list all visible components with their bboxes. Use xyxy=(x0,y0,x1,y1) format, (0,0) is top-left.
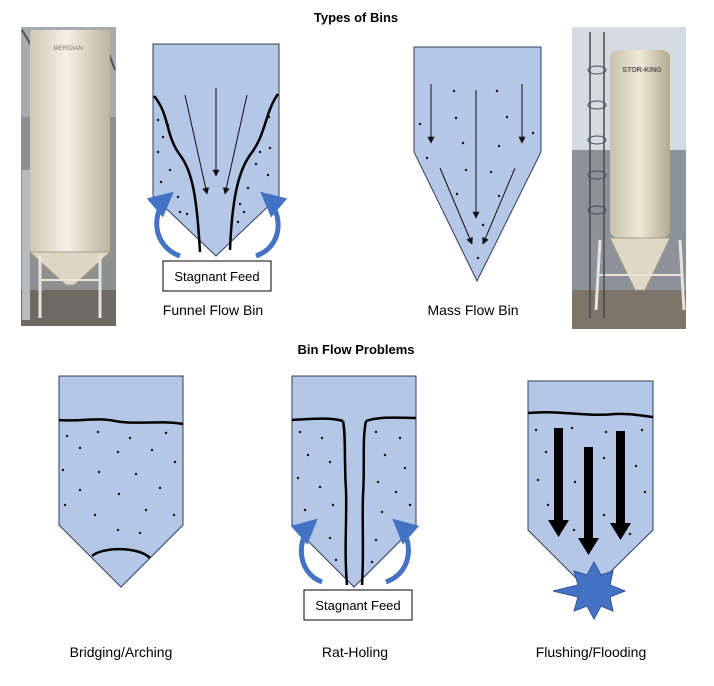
types-of-bins-title: Types of Bins xyxy=(314,10,398,25)
bridging-bin-body xyxy=(58,375,184,588)
funnel-left-recirculation-arrow xyxy=(146,191,182,259)
flushing-starburst xyxy=(552,560,627,621)
mass-particles xyxy=(418,89,535,260)
funnel-right-recirculation-arrow xyxy=(254,191,288,259)
ratholing-left-wall xyxy=(341,420,349,586)
funnel-flow-bin-label: Funnel Flow Bin xyxy=(163,302,263,318)
bridging-arching-label: Bridging/Arching xyxy=(70,644,173,660)
mass-flow-bin xyxy=(413,46,542,283)
flushing-flooding-label: Flushing/Flooding xyxy=(536,644,647,660)
ratholing-particles xyxy=(296,430,412,564)
ratholing-left-recirculation-arrow xyxy=(290,518,324,585)
funnel-flow-bin xyxy=(146,43,288,259)
rat-holing-bin xyxy=(290,375,420,588)
ratholing-bin-body xyxy=(291,375,417,588)
right-silo-photo: STOR-KING xyxy=(572,27,686,329)
ratholing-right-wall xyxy=(360,420,368,586)
flushing-flooding-bin xyxy=(527,380,654,621)
flushing-particles xyxy=(534,426,647,536)
funnel-particles xyxy=(156,115,272,224)
funnel-stagnant-feed-callout: Stagnant Feed xyxy=(162,260,272,292)
ratholing-right-recirculation-arrow xyxy=(384,518,420,585)
right-silo-brand: STOR-KING xyxy=(622,67,662,74)
rat-holing-label: Rat-Holing xyxy=(322,644,388,660)
mass-flow-arrows xyxy=(427,84,526,245)
flushing-top-surface xyxy=(527,410,654,419)
bridging-arching-bin xyxy=(58,375,184,588)
ratholing-stagnant-feed-callout: Stagnant Feed xyxy=(303,589,413,621)
ratholing-stagnant-feed-text: Stagnant Feed xyxy=(315,598,400,613)
funnel-stagnant-feed-text: Stagnant Feed xyxy=(174,269,259,284)
bin-flow-problems-title: Bin Flow Problems xyxy=(297,342,414,357)
ratholing-right-surface xyxy=(365,416,417,423)
left-silo-photo: MERIDIAN xyxy=(21,27,116,326)
funnel-flow-arrows xyxy=(184,88,248,195)
bridging-top-surface xyxy=(58,418,184,426)
flushing-thick-arrows xyxy=(548,428,631,555)
left-silo-brand: MERIDIAN xyxy=(53,46,82,52)
funnel-left-stagnant-boundary xyxy=(153,95,202,253)
funnel-right-stagnant-boundary xyxy=(228,93,280,251)
mass-bin-body xyxy=(413,46,542,283)
mass-flow-bin-label: Mass Flow Bin xyxy=(427,302,518,318)
ratholing-left-surface xyxy=(291,417,344,423)
bridging-arch xyxy=(91,547,151,559)
bridging-particles xyxy=(61,430,177,535)
